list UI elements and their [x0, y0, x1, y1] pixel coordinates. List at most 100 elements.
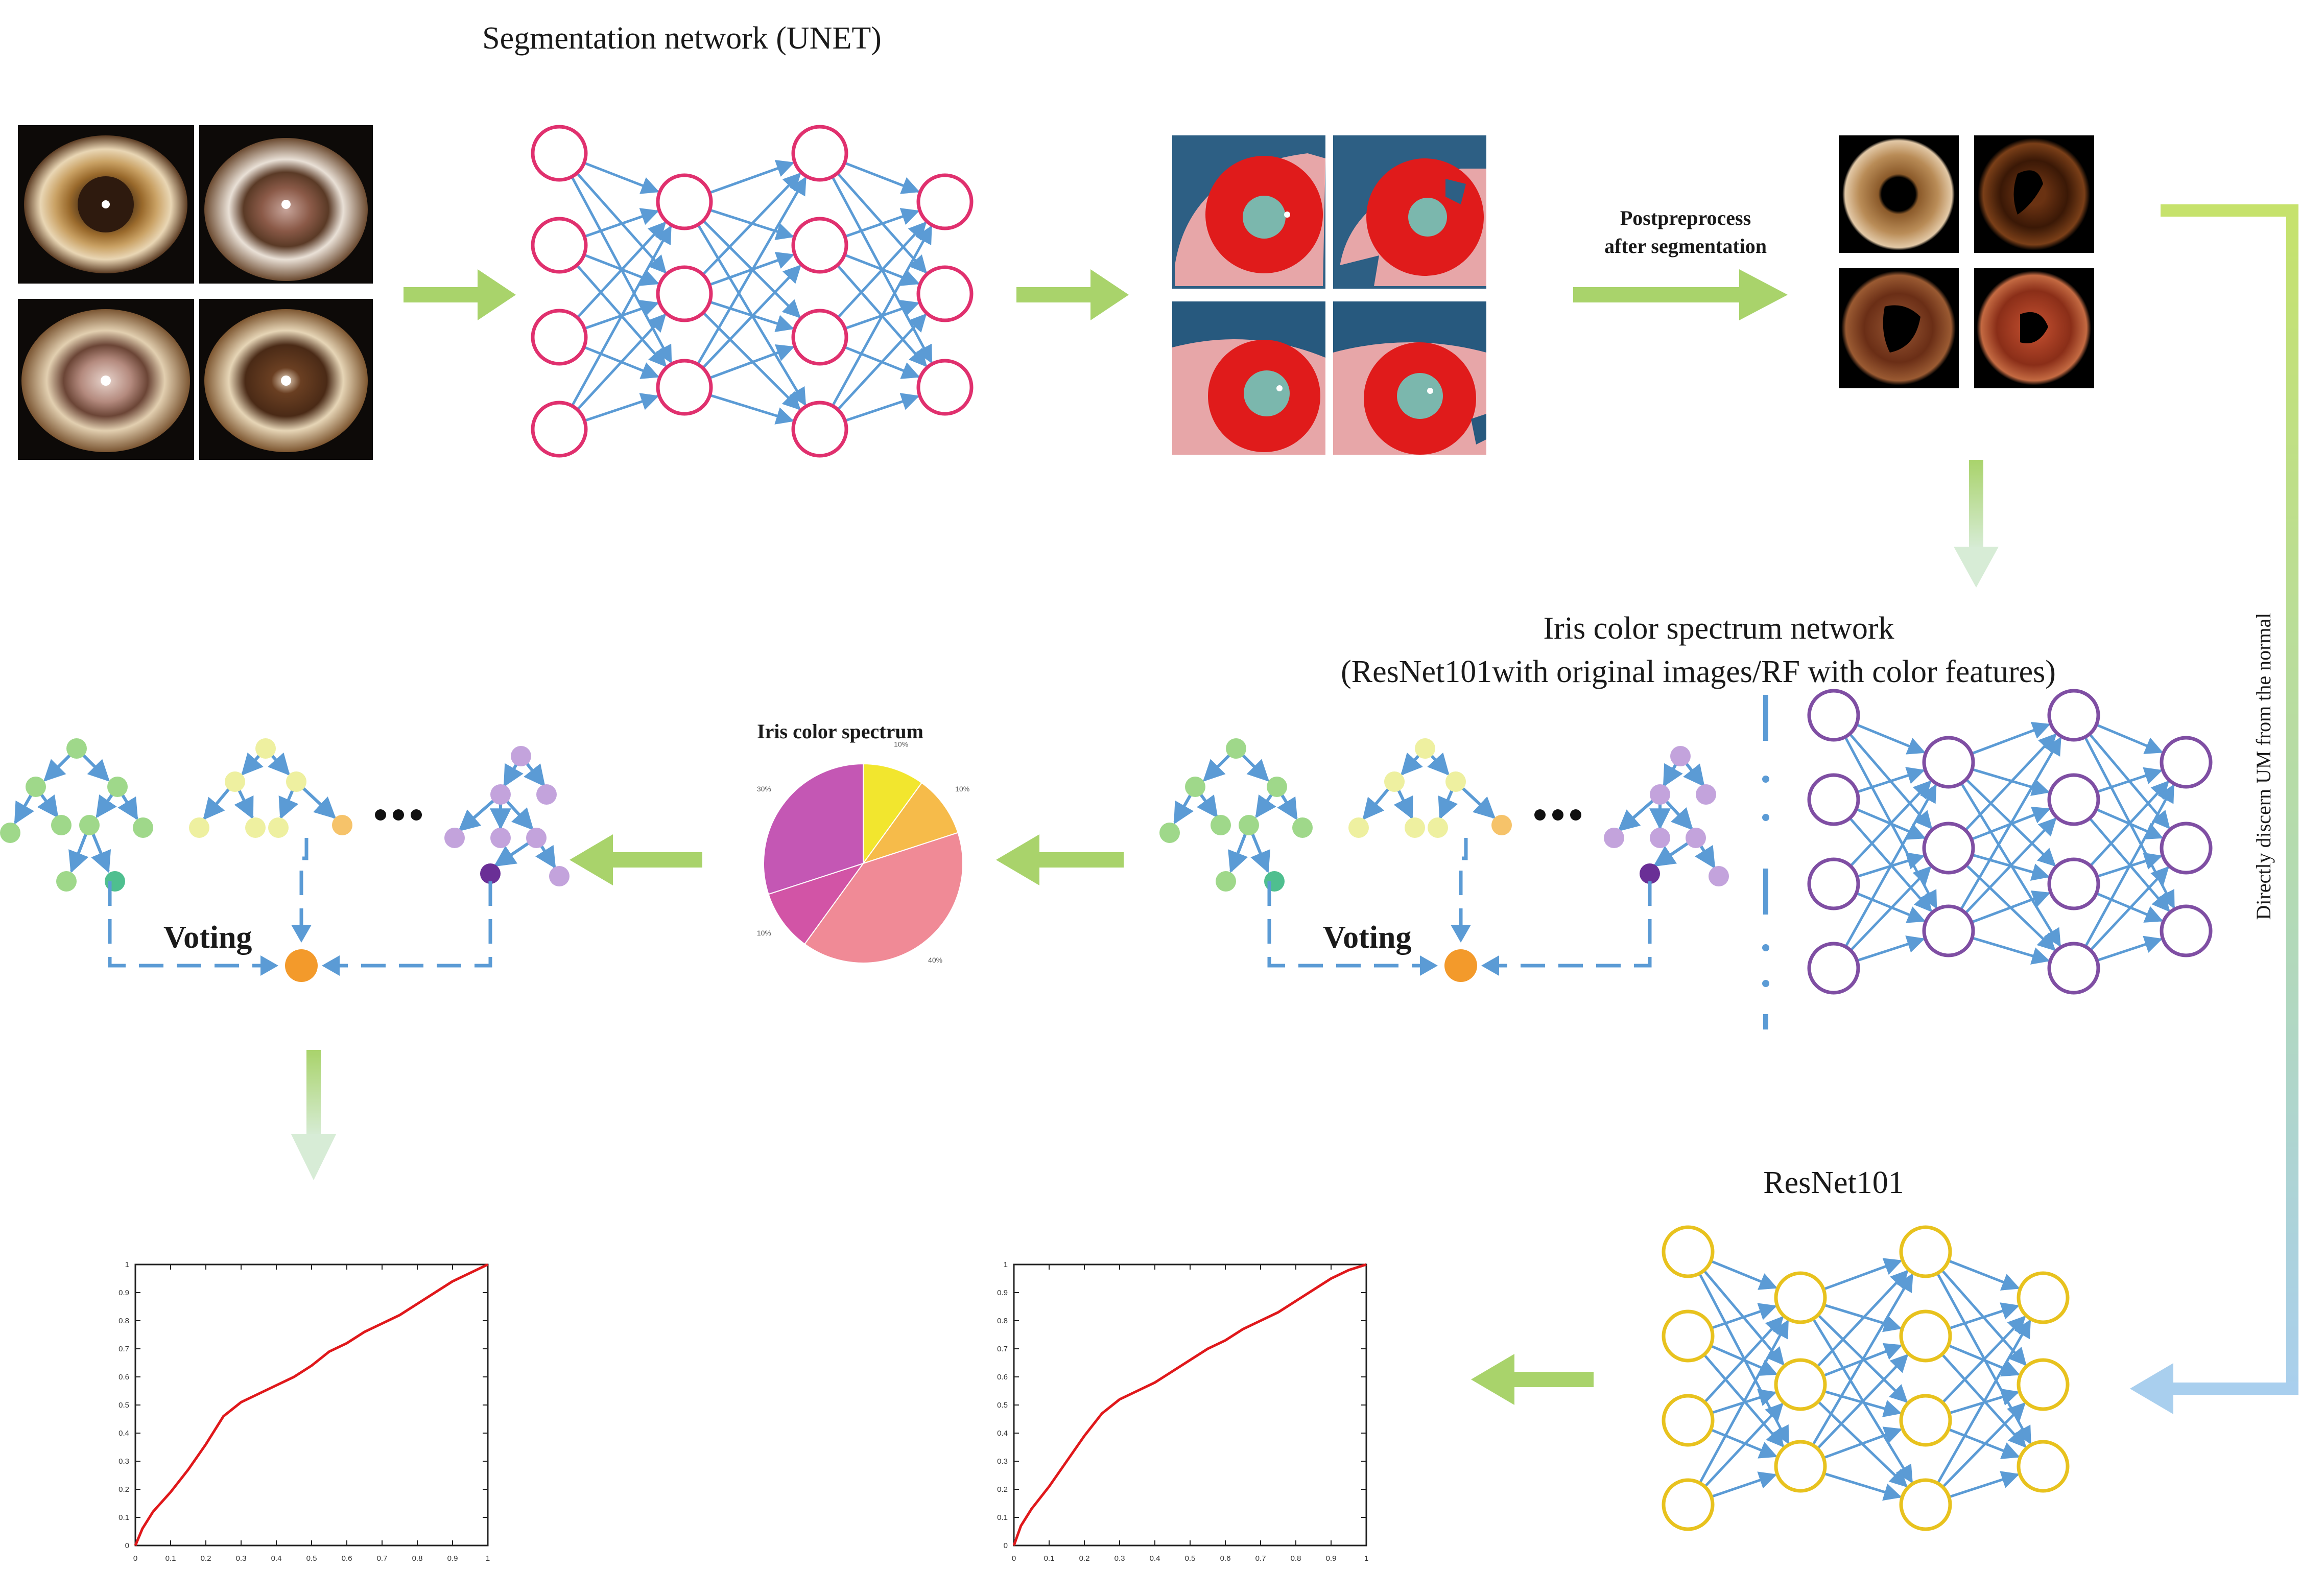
- network-node: [791, 125, 848, 182]
- network-edge: [837, 313, 927, 411]
- roc-x-tick-label: 0.2: [201, 1554, 211, 1563]
- network-edge: [1698, 1319, 1789, 1484]
- network-node: [1662, 1394, 1715, 1447]
- network-edge: [584, 393, 659, 422]
- network-node: [2017, 1271, 2070, 1324]
- roc-y-tick-label: 0.3: [997, 1457, 1008, 1466]
- pie-label: 10%: [894, 740, 908, 748]
- tree-node: [225, 771, 245, 792]
- roc-y-tick-label: 0.4: [118, 1429, 129, 1438]
- pie-label: 10%: [955, 785, 969, 793]
- tree-node: [1159, 823, 1180, 843]
- network-node: [2017, 1440, 2070, 1493]
- tree-node: [79, 815, 100, 835]
- tree-node: [0, 823, 20, 843]
- network-edge: [1948, 1428, 2020, 1459]
- voting-label-right: Voting: [1323, 920, 1411, 955]
- tree-node: [255, 738, 276, 759]
- pie-slice: [763, 763, 864, 895]
- network-edge: [1964, 733, 2057, 831]
- network-node: [531, 217, 588, 274]
- network-edge: [1948, 1471, 2020, 1498]
- vote-arrowhead: [1481, 955, 1499, 976]
- resnet-title: ResNet101: [1763, 1165, 1904, 1200]
- network-node: [2160, 904, 2213, 957]
- network-node: [1774, 1271, 1827, 1324]
- network-node: [1807, 857, 1860, 910]
- network-edge: [2089, 780, 2170, 867]
- tree-node: [1491, 815, 1512, 835]
- postprocess-label-line2: after segmentation: [1604, 235, 1767, 257]
- roc-y-tick-label: 0.8: [118, 1317, 129, 1325]
- random-forest-left: [0, 738, 570, 982]
- network-edge: [1823, 1472, 1902, 1501]
- tree-node: [268, 817, 289, 838]
- network-edge: [2096, 723, 2164, 754]
- roc-x-tick-label: 0.4: [1150, 1554, 1160, 1563]
- tree-node: [1570, 809, 1581, 821]
- arrow-down-to-iris-network: [1954, 460, 1999, 588]
- tree-node: [1670, 746, 1691, 766]
- tree-node: [411, 809, 422, 821]
- roc-x-tick-label: 0.3: [1114, 1554, 1125, 1563]
- direct-path-label: Directly discern UM from the normal: [2252, 613, 2275, 920]
- voting-label-left: Voting: [163, 920, 252, 955]
- roc-x-tick-label: 0.6: [1220, 1554, 1231, 1563]
- network-node: [1899, 1394, 1952, 1447]
- network-edge: [702, 172, 801, 276]
- network-edge: [1711, 1471, 1777, 1498]
- vote-connector: [332, 881, 492, 968]
- network-node: [791, 217, 848, 274]
- tree-node: [1348, 817, 1369, 838]
- tree-node: [526, 828, 547, 848]
- roc-y-tick-label: 0.5: [118, 1401, 129, 1410]
- network-edge: [1816, 1353, 1909, 1450]
- tree-node: [189, 817, 209, 838]
- roc-frame: [1013, 1263, 1367, 1547]
- network-edge: [844, 208, 920, 238]
- network-edge: [1844, 784, 1937, 948]
- roc-x-tick-label: 0.2: [1079, 1554, 1090, 1563]
- roc-x-tick-label: 0.7: [1255, 1554, 1266, 1563]
- network-node: [1807, 689, 1860, 742]
- network-node: [916, 173, 974, 230]
- roc-frame: [134, 1263, 489, 1547]
- iris-spectrum-title: Iris color spectrum: [757, 720, 923, 743]
- roc-y-tick-label: 0.7: [118, 1345, 129, 1353]
- separator-dashes: [1762, 695, 1769, 1029]
- network-node: [1662, 1309, 1715, 1363]
- network-edge: [1856, 935, 1925, 962]
- roc-x-tick-label: 0.1: [1044, 1554, 1055, 1563]
- tree-node: [1384, 771, 1405, 792]
- vote-connector: [1267, 881, 1425, 968]
- tree-node: [1292, 817, 1313, 838]
- tree-node: [490, 784, 511, 805]
- network-edge: [702, 265, 801, 369]
- network-edge: [1703, 1402, 1784, 1488]
- roc-x-tick-label: 0.7: [377, 1554, 388, 1563]
- network-node: [1922, 904, 1975, 957]
- vote-connector: [108, 881, 266, 968]
- tree-node: [1696, 784, 1716, 805]
- tree-node: [1445, 771, 1466, 792]
- roc-y-tick-label: 0: [1004, 1541, 1008, 1550]
- arrow-down-to-roc-left: [291, 1050, 336, 1180]
- pie-slice: [862, 782, 959, 864]
- arrow-unet-to-masks: [1016, 269, 1129, 320]
- roc-curve: [134, 1263, 489, 1546]
- resnet101-network: [1662, 1225, 2070, 1531]
- tree-node: [105, 871, 125, 892]
- iris-spectrum-pie: 10%10%40%10%30%: [757, 740, 969, 964]
- tree-node: [1226, 738, 1246, 759]
- network-edge: [1849, 866, 1932, 952]
- network-edge: [2084, 784, 2175, 948]
- iris-network-title: Iris color spectrum network: [1544, 611, 1894, 646]
- input-eye-photos: [18, 125, 373, 460]
- vote-arrowhead: [260, 955, 278, 976]
- roc-x-tick-label: 0.8: [1291, 1554, 1301, 1563]
- arrow-pie-to-forest: [570, 834, 702, 885]
- network-edge: [1941, 1316, 2026, 1404]
- roc-x-tick-label: 0.8: [412, 1554, 423, 1563]
- network-edge: [1948, 1259, 2020, 1291]
